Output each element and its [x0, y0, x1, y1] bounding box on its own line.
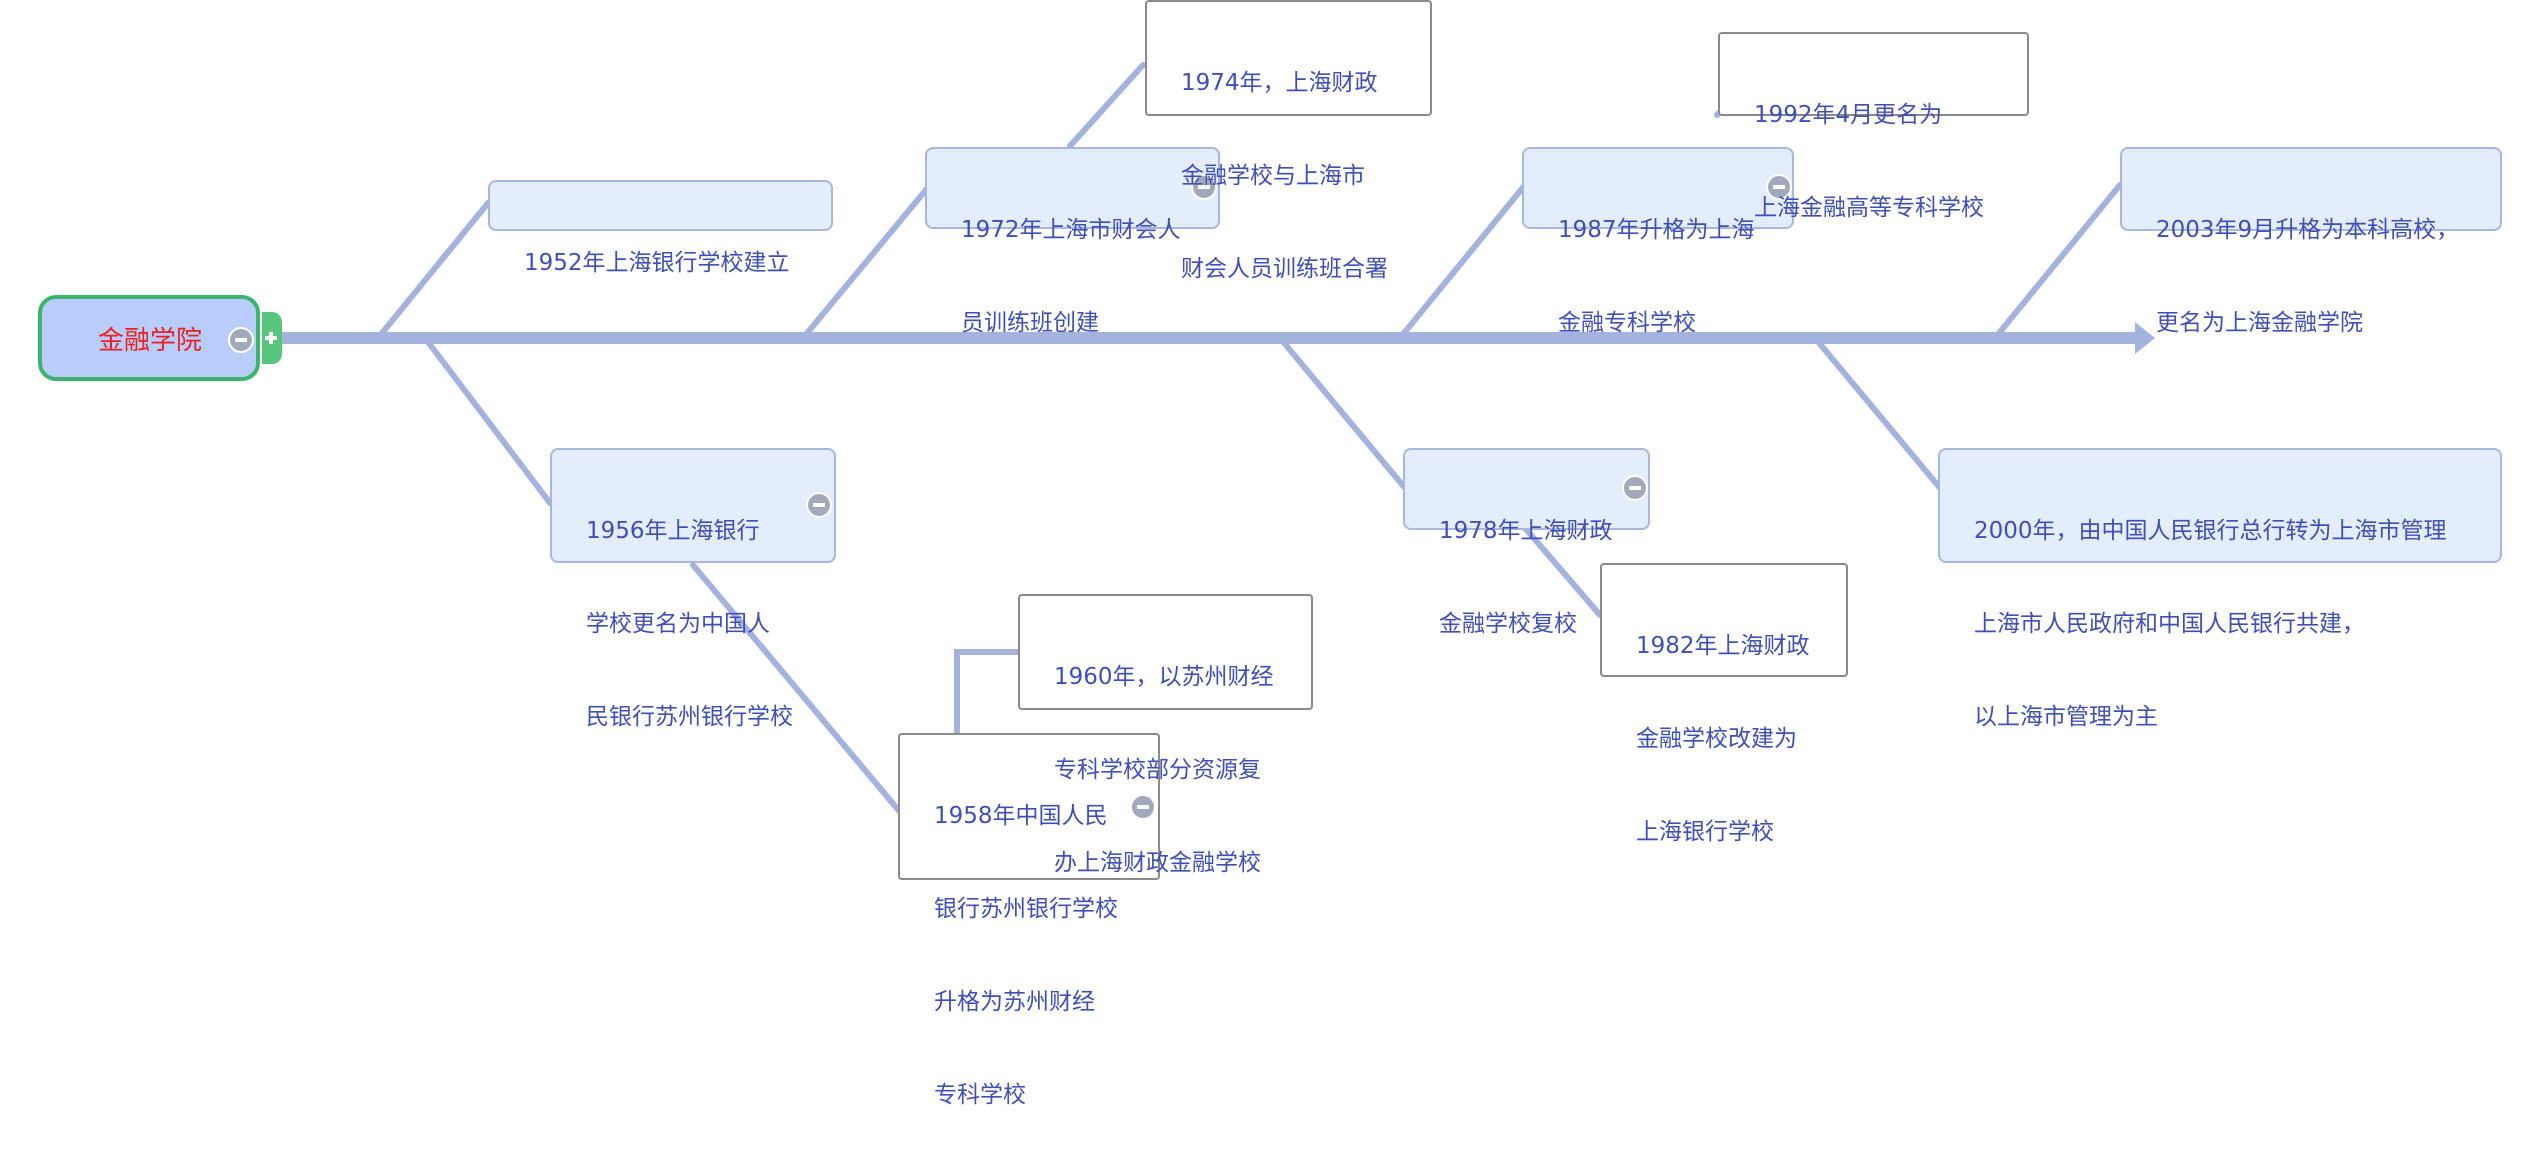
topic-line: 1978年上海财政 [1439, 518, 1613, 544]
topic-line: 以上海市管理为主 [1974, 704, 2158, 730]
root-label: 金融学院 [98, 325, 203, 356]
branch-1956 [422, 335, 553, 506]
topic-line: 2003年9月升格为本科高校， [2156, 217, 2460, 243]
branch-1974 [1067, 62, 1146, 149]
branch-1960 [954, 649, 1021, 736]
branch-1952 [375, 200, 491, 341]
topic-line: 升格为苏州财经 [934, 989, 1095, 1015]
collapse-minus-icon[interactable] [1130, 794, 1156, 820]
branch-1958 [690, 562, 903, 815]
collapse-minus-icon[interactable] [1191, 174, 1217, 200]
topic-line: 1987年升格为上海 [1558, 217, 1755, 243]
collapse-minus-icon[interactable] [806, 492, 832, 518]
topic-line: 1956年上海银行 [586, 518, 760, 544]
fishbone-diagram: 金融学院 1952年上海银行学校建立 1972年上海市财会人 员训练班创建 19… [38, 0, 2502, 1108]
connector-lines [276, 52, 2155, 815]
branch-1978 [1277, 335, 1408, 491]
branch-1987 [1397, 182, 1528, 341]
topic-line: 民银行苏州银行学校 [586, 704, 793, 730]
branch-1972 [800, 182, 933, 341]
topic-1978[interactable]: 1978年上海财政 金融学校复校 [1403, 448, 1650, 637]
topic-line: 1972年上海市财会人 [961, 217, 1181, 243]
topic-line: 上海金融高等专科学校 [1754, 195, 1984, 221]
topic-1972[interactable]: 1972年上海市财会人 员训练班创建 [925, 147, 1220, 336]
collapse-minus-icon[interactable] [228, 327, 254, 353]
topic-2003[interactable]: 2003年9月升格为本科高校， 更名为上海金融学院 [2120, 147, 2502, 336]
topic-line: 金融专科学校 [1558, 310, 1696, 336]
topic-line: 2000年，由中国人民银行总行转为上海市管理 [1974, 518, 2447, 544]
topic-1974[interactable]: 1974年，上海财政 金融学校与上海市 财会人员训练班合署 [1145, 0, 1432, 282]
topic-line: 金融学校复校 [1439, 611, 1577, 637]
topic-line: 1952年上海银行学校建立 [524, 250, 790, 276]
branch-1982 [1522, 525, 1603, 618]
root-node[interactable]: 金融学院 [38, 295, 260, 381]
topic-1987[interactable]: 1987年升格为上海 金融专科学校 [1522, 147, 1794, 336]
topic-line: 1974年，上海财政 [1181, 70, 1378, 96]
collapse-minus-icon[interactable] [1622, 475, 1648, 501]
collapse-minus-icon[interactable] [1766, 174, 1792, 200]
topic-line: 上海银行学校 [1636, 819, 1774, 845]
topic-line: 1960年，以苏州财经 [1054, 664, 1274, 690]
topic-1982[interactable]: 1982年上海财政 金融学校改建为 上海银行学校 [1600, 563, 1848, 845]
topic-line: 员训练班创建 [961, 310, 1099, 336]
branch-2000 [1812, 335, 1943, 491]
topic-1992[interactable]: 1992年4月更名为 上海金融高等专科学校 [1718, 32, 2029, 221]
topic-line: 金融学校与上海市 [1181, 163, 1365, 189]
topic-line: 上海市人民政府和中国人民银行共建， [1974, 611, 2365, 637]
topic-line: 更名为上海金融学院 [2156, 310, 2363, 336]
topic-line: 办上海财政金融学校 [1054, 850, 1261, 876]
topic-line: 1992年4月更名为 [1754, 102, 1943, 128]
topic-1960[interactable]: 1960年，以苏州财经 专科学校部分资源复 办上海财政金融学校 [1018, 594, 1313, 876]
topic-1952[interactable]: 1952年上海银行学校建立 [488, 180, 833, 276]
branch-2003 [1992, 182, 2123, 341]
topic-line: 银行苏州银行学校 [934, 896, 1118, 922]
topic-line: 财会人员训练班合署 [1181, 256, 1388, 282]
topic-2000[interactable]: 2000年，由中国人民银行总行转为上海市管理 上海市人民政府和中国人民银行共建，… [1938, 448, 2502, 730]
topic-line: 金融学校改建为 [1636, 726, 1797, 752]
topic-line: 专科学校 [934, 1082, 1026, 1108]
topic-line: 专科学校部分资源复 [1054, 757, 1261, 783]
topic-line: 1982年上海财政 [1636, 633, 1810, 659]
topic-1956[interactable]: 1956年上海银行 学校更名为中国人 民银行苏州银行学校 [550, 448, 836, 730]
topic-line: 学校更名为中国人 [586, 611, 770, 637]
expand-plus-icon[interactable] [262, 312, 282, 364]
spine-arrow-head [2135, 322, 2155, 354]
topic-line: 1958年中国人民 [934, 803, 1108, 829]
